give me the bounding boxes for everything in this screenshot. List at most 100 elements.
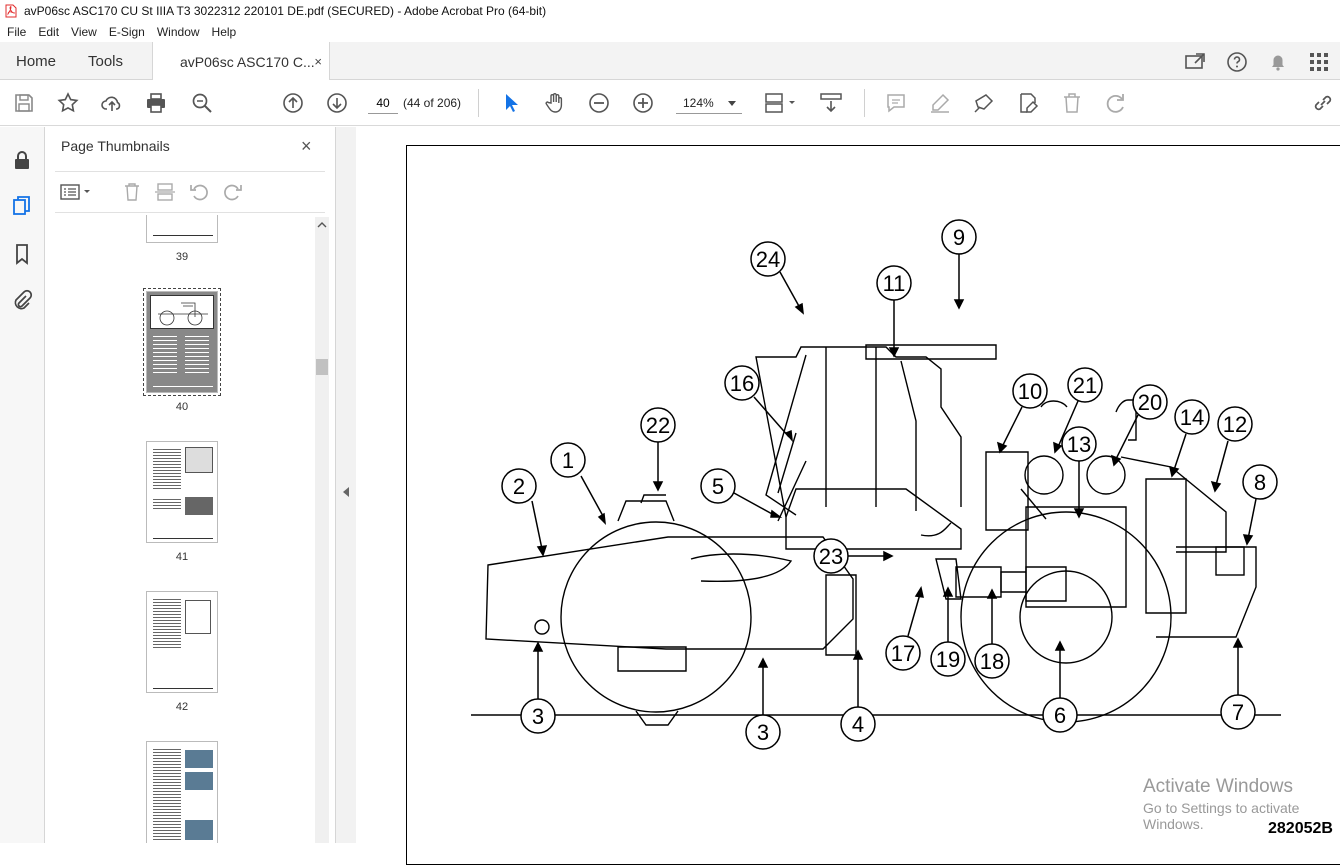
menu-edit[interactable]: Edit [38, 25, 60, 39]
svg-text:10: 10 [1018, 379, 1042, 404]
callout-22: 22 [640, 407, 676, 443]
pdf-page: 1 2 3 3 4 5 6 7 8 9 10 11 12 13 14 16 17… [356, 127, 1340, 865]
thumbnail-page[interactable] [146, 591, 218, 693]
panel-splitter[interactable] [336, 127, 356, 843]
select-cursor-icon[interactable] [499, 91, 523, 115]
notification-bell-icon[interactable] [1266, 50, 1290, 74]
callout-4: 4 [840, 706, 876, 742]
menu-file[interactable]: File [7, 25, 27, 39]
page-fit-icon[interactable] [763, 91, 797, 115]
svg-text:18: 18 [980, 649, 1004, 674]
svg-text:24: 24 [756, 247, 780, 272]
callout-13: 13 [1061, 426, 1097, 462]
document-viewer[interactable]: 1 2 3 3 4 5 6 7 8 9 10 11 12 13 14 16 17… [356, 127, 1340, 865]
pdf-app-icon [5, 4, 17, 18]
watermark-line1: Activate Windows [1143, 776, 1293, 797]
menu-esign[interactable]: E-Sign [108, 25, 145, 39]
panel-toolbar [55, 171, 325, 213]
zoom-search-icon[interactable] [190, 91, 214, 115]
svg-text:20: 20 [1138, 390, 1162, 415]
svg-text:9: 9 [953, 225, 965, 250]
next-page-icon[interactable] [325, 91, 349, 115]
svg-text:23: 23 [819, 544, 843, 569]
link-share-icon[interactable] [1311, 91, 1335, 115]
tab-bar: Home Tools avP06sc ASC170 C... × [0, 42, 1340, 81]
callout-14: 14 [1174, 399, 1210, 435]
thumbnail-label: 39 [175, 251, 189, 263]
thumbnail-label: 41 [175, 551, 189, 563]
page-thumbnails-panel: Page Thumbnails × 39 [45, 127, 336, 843]
callout-20: 20 [1132, 384, 1168, 420]
callout-9: 9 [941, 219, 977, 255]
comment-icon[interactable] [884, 91, 908, 115]
page-count: (44 of 206) [403, 96, 462, 110]
svg-text:14: 14 [1180, 405, 1204, 430]
highlight-pen-icon[interactable] [928, 91, 952, 115]
panel-title: Page Thumbnails [61, 138, 170, 154]
tab-document[interactable]: avP06sc ASC170 C... × [152, 42, 330, 81]
scroll-up-icon[interactable] [317, 221, 327, 229]
hand-tool-icon[interactable] [543, 91, 567, 115]
redo-icon[interactable] [1104, 91, 1128, 115]
callout-10: 10 [1012, 373, 1048, 409]
tab-home[interactable]: Home [16, 52, 57, 70]
thumbnail-page[interactable] [146, 215, 218, 243]
zoom-out-icon[interactable] [587, 91, 611, 115]
svg-text:4: 4 [852, 712, 864, 737]
callout-17: 17 [885, 635, 921, 671]
zoom-select[interactable]: 124% [676, 92, 742, 114]
callout-24: 24 [750, 241, 786, 277]
thumbnail-page[interactable] [146, 741, 218, 843]
activate-windows-watermark: Activate Windows Go to Settings to activ… [1143, 776, 1340, 832]
scroll-mode-icon[interactable] [819, 91, 843, 115]
scrollbar-thumb[interactable] [316, 359, 328, 375]
svg-text:11: 11 [883, 271, 906, 296]
thumbnail-page[interactable] [146, 441, 218, 543]
collapse-panel-icon[interactable] [343, 487, 349, 497]
tab-tools[interactable]: Tools [88, 52, 124, 70]
save-icon[interactable] [12, 91, 36, 115]
bookmark-icon[interactable] [11, 243, 33, 265]
lock-icon[interactable] [11, 149, 33, 171]
tab-document-label: avP06sc ASC170 C... [180, 53, 315, 70]
close-panel-icon[interactable]: × [301, 136, 312, 156]
apps-grid-icon[interactable] [1307, 50, 1331, 74]
upload-cloud-icon[interactable] [100, 91, 124, 115]
chevron-down-icon [728, 101, 736, 106]
svg-text:5: 5 [712, 474, 724, 499]
previous-page-icon[interactable] [281, 91, 305, 115]
help-icon[interactable] [1225, 50, 1249, 74]
rotate-right-icon[interactable] [222, 181, 244, 203]
svg-text:2: 2 [513, 474, 525, 499]
thumbnail-page-selected[interactable] [143, 288, 221, 396]
callout-18: 18 [974, 643, 1010, 679]
close-tab-icon[interactable]: × [314, 54, 322, 69]
window-title: avP06sc ASC170 CU St IIIA T3 3022312 220… [24, 4, 547, 18]
page-thumbnails-icon[interactable] [11, 195, 33, 217]
attachment-paperclip-icon[interactable] [11, 289, 33, 311]
print-icon[interactable] [144, 91, 168, 115]
watermark-line2: Go to Settings to activate Windows. [1143, 800, 1300, 832]
page-number-input[interactable] [368, 92, 398, 114]
delete-icon[interactable] [1060, 91, 1084, 115]
extract-pages-icon[interactable] [154, 181, 176, 203]
menu-window[interactable]: Window [156, 25, 200, 39]
main-toolbar [0, 80, 1340, 126]
zoom-in-icon[interactable] [631, 91, 655, 115]
rotate-left-icon[interactable] [188, 181, 210, 203]
callout-1: 1 [550, 442, 586, 478]
sign-pen-icon[interactable] [972, 91, 996, 115]
delete-pages-icon[interactable] [121, 181, 143, 203]
options-menu-icon[interactable] [59, 181, 93, 203]
callout-16: 16 [724, 365, 760, 401]
callout-19: 19 [930, 641, 966, 677]
share-screen-icon[interactable] [1183, 50, 1207, 74]
thumbnail-scrollbar[interactable] [315, 217, 329, 843]
menu-help[interactable]: Help [211, 25, 237, 39]
menu-view[interactable]: View [71, 25, 97, 39]
bookmark-star-icon[interactable] [56, 91, 80, 115]
svg-text:7: 7 [1232, 700, 1244, 725]
thumbnail-list[interactable]: 39 40 41 42 [45, 215, 315, 843]
edit-pdf-icon[interactable] [1016, 91, 1040, 115]
callout-11: 11 [876, 265, 912, 301]
